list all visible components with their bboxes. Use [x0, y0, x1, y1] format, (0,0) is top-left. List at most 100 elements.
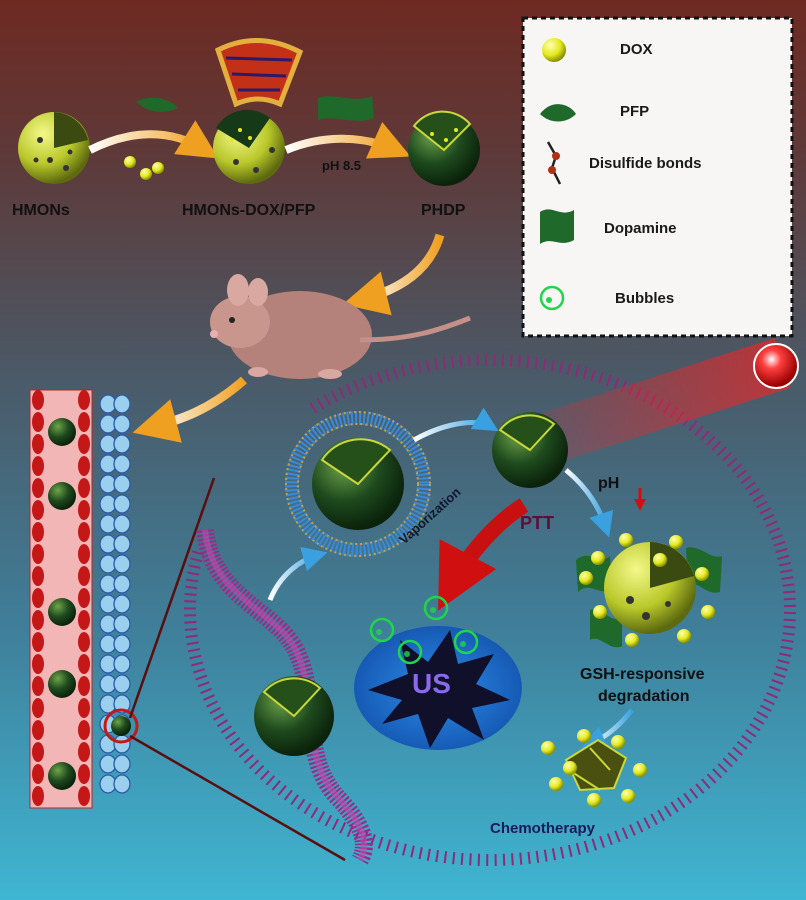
- pfp-legend-icon: [540, 104, 576, 122]
- lipid: [760, 704, 772, 712]
- lipid: [248, 759, 260, 770]
- dox-molecule: [549, 777, 563, 791]
- lipid: [550, 359, 555, 372]
- endothelial-cell: [113, 574, 131, 594]
- endothelial-cell: [113, 754, 131, 774]
- red-blood-cell: [32, 654, 44, 674]
- red-blood-cell: [78, 566, 90, 586]
- endothelial-cell: [113, 434, 131, 454]
- lipid: [582, 366, 588, 379]
- lipid: [459, 355, 463, 368]
- dox-molecule: [701, 605, 715, 619]
- lipid: [590, 369, 596, 382]
- lipid: [238, 748, 250, 758]
- lipid: [613, 377, 620, 390]
- red-blood-cell: [32, 632, 44, 652]
- lipid: [781, 639, 794, 643]
- vessel-nanoparticle: [48, 598, 76, 626]
- lipid: [688, 420, 698, 432]
- red-blood-cell: [32, 698, 44, 718]
- red-blood-cell: [78, 698, 90, 718]
- lipid: [216, 719, 229, 728]
- endothelial-cell: [113, 554, 131, 574]
- lipid: [195, 674, 208, 681]
- lipid: [780, 569, 793, 574]
- lipid: [773, 672, 786, 679]
- lipid: [722, 757, 733, 768]
- crosssection-wedge: [214, 38, 304, 108]
- dox-molecule: [611, 735, 625, 749]
- lipid: [519, 852, 523, 865]
- lipid: [717, 763, 728, 773]
- red-blood-cell: [78, 390, 90, 410]
- red-blood-cell: [78, 742, 90, 762]
- lipid: [323, 394, 332, 406]
- lipid: [410, 845, 415, 858]
- lipid: [338, 386, 346, 399]
- dox-molecule: [579, 571, 593, 585]
- lipid: [277, 785, 287, 796]
- dox-molecule: [621, 789, 635, 803]
- ph-condition-label: pH 8.5: [322, 158, 362, 173]
- lipid: [643, 817, 651, 829]
- lipid: [689, 788, 699, 799]
- lipid: [695, 783, 705, 794]
- lipid: [768, 685, 781, 692]
- lipid: [753, 717, 765, 725]
- red-blood-cell: [78, 500, 90, 520]
- lipid: [558, 361, 564, 374]
- endothelial-cell: [113, 694, 131, 714]
- lipid: [711, 440, 722, 451]
- hmons-dox-pfp-particle: [213, 109, 285, 184]
- lipid: [779, 652, 792, 658]
- vessel-nanoparticle: [48, 482, 76, 510]
- dox-molecule: [695, 567, 709, 581]
- lipid: [331, 818, 340, 831]
- red-blood-cell: [32, 588, 44, 608]
- lipid: [782, 632, 795, 636]
- lipid: [283, 789, 293, 801]
- dox-molecule: [625, 633, 639, 647]
- lipid: [190, 557, 203, 563]
- lipid: [542, 358, 547, 371]
- lipid: [187, 571, 200, 576]
- blood-vessel: [29, 389, 346, 862]
- gsh-label-line1: GSH-responsive: [580, 666, 705, 683]
- lipid: [773, 540, 786, 547]
- red-blood-cell: [32, 720, 44, 740]
- red-blood-cell: [32, 676, 44, 696]
- red-blood-cell: [32, 566, 44, 586]
- lipid: [393, 841, 399, 854]
- ph-label: pH: [598, 475, 620, 492]
- lipid: [783, 597, 796, 601]
- lipid: [213, 713, 225, 721]
- lipid: [783, 618, 796, 622]
- lipid: [727, 752, 738, 762]
- lipid: [683, 792, 692, 804]
- red-blood-cell: [32, 522, 44, 542]
- degradation-arrow: [564, 468, 614, 538]
- lipid: [203, 694, 215, 701]
- lipid: [736, 740, 748, 750]
- red-blood-cell: [78, 412, 90, 432]
- lipid: [346, 825, 354, 838]
- lipid: [591, 838, 597, 851]
- lipid: [526, 355, 530, 369]
- synthesis-arrow-1: [88, 120, 219, 159]
- lipid: [360, 377, 368, 390]
- lipid: [670, 801, 679, 813]
- endothelial-cell: [113, 774, 131, 794]
- liposome-particle: [285, 411, 431, 557]
- lipid: [731, 463, 743, 473]
- legend-dox-label: DOX: [620, 41, 653, 58]
- lipid: [317, 811, 326, 823]
- phdp-particle: [408, 110, 480, 186]
- red-blood-cell: [32, 412, 44, 432]
- dopamine-ribbon: [318, 96, 374, 121]
- legend-box: [521, 16, 794, 338]
- lipid: [206, 700, 218, 708]
- lipid: [316, 398, 325, 410]
- lipid: [748, 487, 761, 496]
- endothelial-cell: [113, 674, 131, 694]
- lipid: [271, 780, 281, 791]
